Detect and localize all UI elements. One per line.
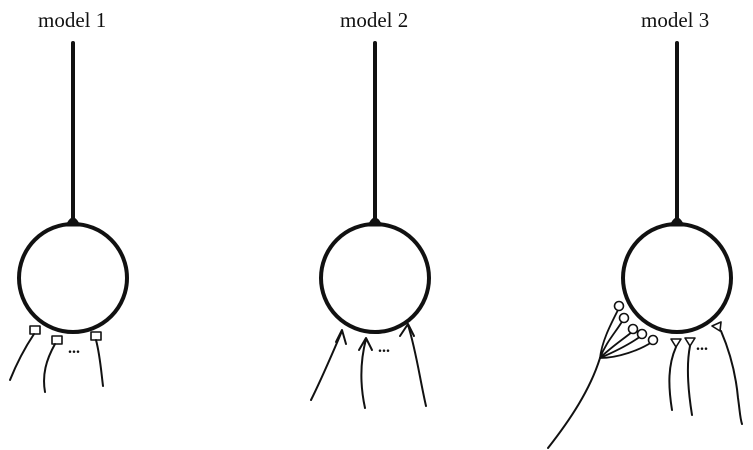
model-3-soma	[621, 222, 733, 334]
model-3-synapse-circle	[613, 300, 625, 312]
model-2-ellipsis: ...	[378, 339, 390, 356]
model-1-soma	[17, 222, 129, 334]
model-2-label: model 2	[340, 8, 409, 32]
model-1-synapse-square	[29, 325, 41, 335]
model-3-synapse-circle	[627, 323, 639, 335]
model-2-input-fiber	[360, 338, 367, 409]
model-3-ellipsis: ...	[696, 337, 708, 354]
model-2-soma	[319, 222, 431, 334]
model-3-synapse-circle	[636, 328, 648, 340]
model-3-synapse-circle	[647, 334, 659, 346]
model-2-input-fiber	[407, 324, 427, 407]
model-3-branch	[599, 307, 620, 359]
model-1-ellipsis: ...	[68, 340, 80, 357]
model-3-neuron: ...	[547, 41, 743, 449]
model-2-input-fiber	[310, 330, 343, 401]
model-3-label: model 3	[641, 8, 710, 32]
model-1-input-fiber	[9, 333, 35, 381]
model-1-input-fiber	[95, 339, 104, 387]
model-1-synapse-square	[51, 335, 63, 345]
model-2-neuron: ...	[310, 41, 431, 409]
model-3-input-fiber	[686, 345, 693, 416]
model-1-input-fiber	[43, 343, 56, 393]
model-2-synapse-arrow	[358, 337, 373, 351]
model-1-label: model 1	[38, 8, 107, 32]
model-3-synapse-circle	[618, 312, 630, 324]
model-3-synapse-triangle	[711, 321, 722, 332]
model-3-branch	[599, 331, 633, 359]
model-1-neuron: ...	[9, 41, 129, 393]
model-3-branch	[599, 341, 653, 359]
model-3-input-fiber	[720, 330, 743, 425]
model-3-branch	[599, 335, 642, 359]
model-3-branch-trunk	[547, 357, 601, 449]
model-1-synapse-square	[90, 331, 102, 341]
model-3-input-fiber	[668, 346, 677, 411]
model-3-branch	[599, 319, 624, 359]
model-3-synapse-triangle	[670, 338, 682, 348]
model-3-synapse-triangle	[684, 337, 696, 347]
